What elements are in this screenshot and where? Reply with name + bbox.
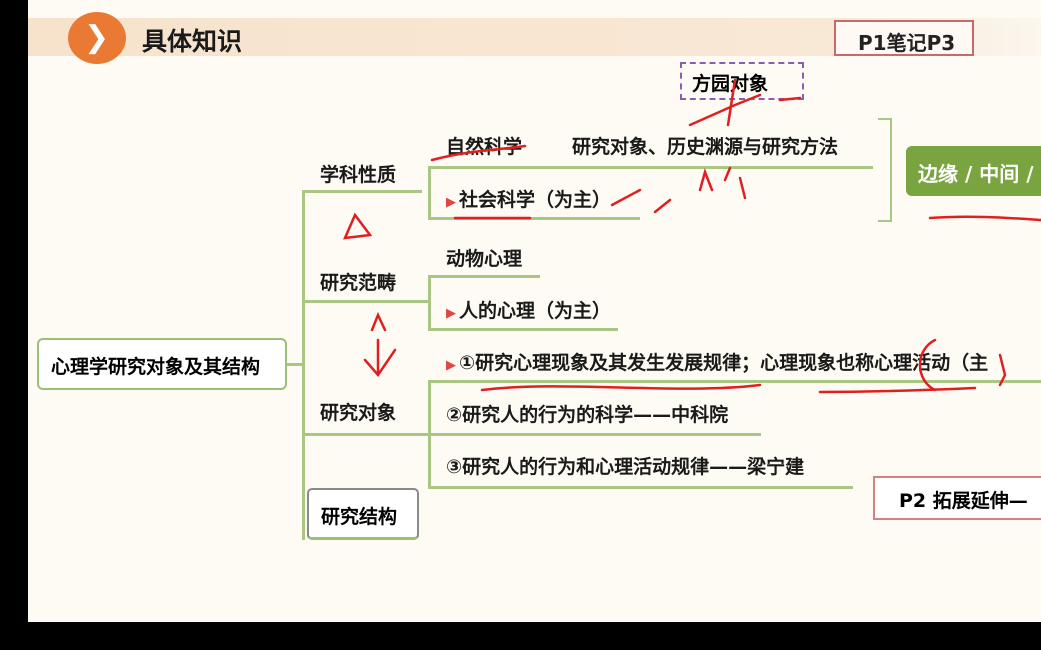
connector bbox=[428, 166, 431, 218]
connector bbox=[428, 217, 640, 220]
ink-brackets bbox=[918, 338, 1007, 392]
ink-triangle bbox=[342, 212, 373, 240]
connector bbox=[428, 275, 431, 330]
next-box[interactable]: P2 拓展延伸— bbox=[873, 476, 1041, 520]
flag-icon: ▶ bbox=[446, 306, 456, 321]
connector bbox=[428, 275, 540, 278]
ink-marks bbox=[610, 166, 747, 214]
page-badge: P1笔记P3 bbox=[834, 20, 974, 56]
ink-stroke bbox=[688, 78, 802, 127]
connector bbox=[287, 363, 303, 366]
ink-underline bbox=[480, 383, 977, 394]
node-fanchou[interactable]: 研究范畴 bbox=[320, 272, 397, 294]
node-object-1[interactable]: ▶①研究心理现象及其发生发展规律；心理现象也称心理活动（主 bbox=[446, 352, 989, 374]
root-node[interactable]: 心理学研究对象及其结构 bbox=[37, 338, 287, 390]
connector bbox=[428, 166, 873, 169]
flag-icon: ▶ bbox=[446, 195, 456, 210]
ink-underline bbox=[430, 144, 527, 162]
node-animal[interactable]: 动物心理 bbox=[446, 248, 523, 270]
connector bbox=[428, 380, 1041, 383]
chevron-right-icon: ❯ bbox=[68, 12, 126, 64]
node-social-science[interactable]: ▶社会科学（为主） bbox=[446, 189, 612, 211]
node-jiegou[interactable]: 研究结构 bbox=[307, 488, 419, 540]
node-object-2[interactable]: ②研究人的行为的科学——中科院 bbox=[446, 404, 729, 426]
connector bbox=[428, 328, 618, 331]
node-object-3[interactable]: ③研究人的行为和心理活动规律——梁宁建 bbox=[446, 456, 805, 478]
flag-icon: ▶ bbox=[446, 358, 456, 373]
connector bbox=[302, 190, 305, 540]
connector bbox=[302, 433, 428, 436]
annotation-box[interactable]: 方园对象 bbox=[680, 62, 804, 100]
connector bbox=[428, 486, 853, 489]
connector bbox=[428, 433, 761, 436]
ink-underline bbox=[928, 215, 1041, 222]
connector bbox=[302, 190, 422, 193]
ink-arrow bbox=[363, 311, 397, 378]
node-human[interactable]: ▶人的心理（为主） bbox=[446, 300, 612, 322]
node-duixiang[interactable]: 研究对象 bbox=[320, 402, 397, 424]
summary-bracket bbox=[878, 118, 892, 222]
node-detail[interactable]: 研究对象、历史渊源与研究方法 bbox=[572, 136, 839, 158]
node-xueke[interactable]: 学科性质 bbox=[320, 164, 397, 186]
canvas bbox=[28, 0, 1041, 622]
page-title: 具体知识 bbox=[142, 27, 243, 56]
connector bbox=[302, 300, 428, 303]
summary-node[interactable]: 边缘 / 中间 / bbox=[906, 146, 1041, 196]
